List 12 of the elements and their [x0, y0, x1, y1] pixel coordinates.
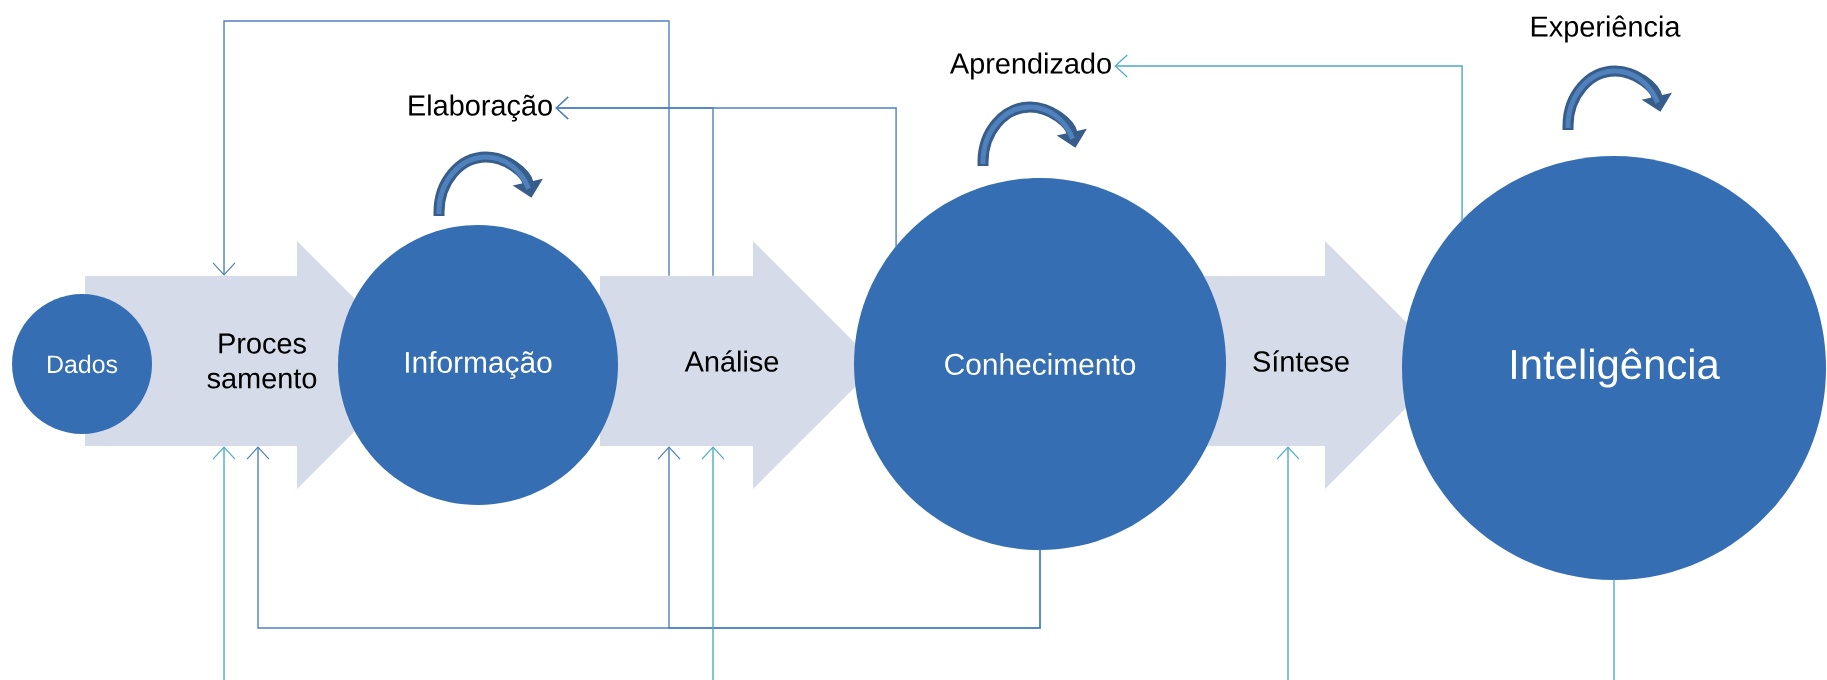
arrow-band: Análise [600, 241, 877, 489]
connector [555, 96, 714, 277]
connector [701, 446, 725, 680]
connector [1114, 54, 1463, 222]
connector [1276, 446, 1300, 680]
connector [212, 446, 236, 680]
text-label: Elaboração [409, 94, 552, 122]
text-label: Aprendizado [949, 52, 1111, 80]
text-label: Experiência [1531, 15, 1681, 43]
connector [1613, 578, 1615, 680]
connector [212, 20, 670, 277]
connector [657, 446, 1041, 629]
